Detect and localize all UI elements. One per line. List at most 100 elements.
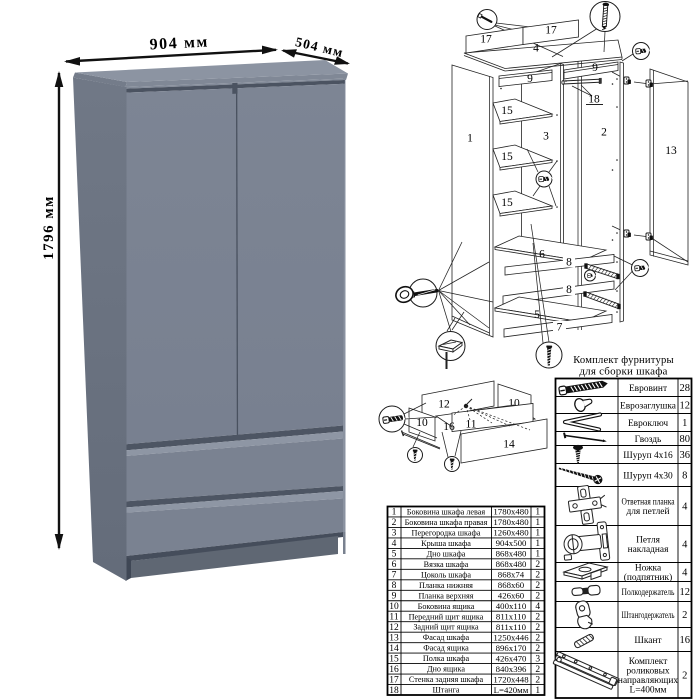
svg-text:2: 2 xyxy=(682,610,687,621)
svg-text:Планка нижняя: Планка нижняя xyxy=(419,581,473,590)
svg-text:1: 1 xyxy=(535,508,540,518)
svg-text:3: 3 xyxy=(543,131,549,143)
svg-text:2: 2 xyxy=(535,612,540,622)
svg-text:1260х480: 1260х480 xyxy=(493,528,529,538)
svg-text:4: 4 xyxy=(682,540,688,551)
svg-text:16: 16 xyxy=(389,665,399,675)
svg-text:1: 1 xyxy=(535,686,540,696)
svg-text:Полка шкафа: Полка шкафа xyxy=(423,654,470,663)
svg-text:1780х480: 1780х480 xyxy=(493,507,529,517)
svg-text:2: 2 xyxy=(535,592,540,602)
svg-text:Ножка: Ножка xyxy=(635,564,662,574)
svg-text:(подпятник): (подпятник) xyxy=(624,572,672,583)
svg-text:L=400мм: L=400мм xyxy=(630,686,667,696)
svg-text:7: 7 xyxy=(392,571,397,581)
svg-text:13: 13 xyxy=(389,633,399,643)
svg-text:16: 16 xyxy=(680,635,691,646)
svg-text:2: 2 xyxy=(535,675,540,685)
svg-text:868х74: 868х74 xyxy=(498,570,525,580)
svg-text:8: 8 xyxy=(566,257,572,269)
svg-text:16: 16 xyxy=(443,421,455,433)
svg-text:868х480: 868х480 xyxy=(496,559,527,569)
svg-text:36: 36 xyxy=(680,450,691,461)
svg-text:Фасад шкафа: Фасад шкафа xyxy=(423,633,470,642)
svg-text:840х396: 840х396 xyxy=(496,664,527,674)
svg-text:Задний щит ящика: Задний щит ящика xyxy=(413,623,479,632)
svg-text:7: 7 xyxy=(557,322,563,334)
svg-text:1720х448: 1720х448 xyxy=(493,674,529,684)
svg-text:2: 2 xyxy=(535,560,540,570)
svg-text:12: 12 xyxy=(438,399,450,411)
svg-text:2: 2 xyxy=(392,518,397,528)
svg-text:9: 9 xyxy=(392,592,397,602)
svg-text:2: 2 xyxy=(682,671,687,682)
svg-text:4: 4 xyxy=(392,539,397,549)
svg-text:10: 10 xyxy=(508,398,520,410)
svg-text:400х110: 400х110 xyxy=(496,601,527,611)
svg-text:L=420мм: L=420мм xyxy=(494,685,529,695)
svg-text:17: 17 xyxy=(389,675,399,685)
svg-text:14: 14 xyxy=(389,644,399,654)
svg-text:4: 4 xyxy=(682,568,688,579)
svg-text:18: 18 xyxy=(389,686,399,696)
svg-text:15: 15 xyxy=(501,151,513,163)
svg-text:5: 5 xyxy=(392,550,397,560)
svg-text:15: 15 xyxy=(501,105,513,117)
svg-text:1: 1 xyxy=(535,550,540,560)
svg-text:80: 80 xyxy=(680,434,691,445)
svg-text:13: 13 xyxy=(665,145,677,157)
svg-text:12: 12 xyxy=(680,587,691,598)
svg-text:18: 18 xyxy=(588,94,600,106)
svg-text:4: 4 xyxy=(533,43,539,55)
svg-text:504 мм: 504 мм xyxy=(294,34,345,60)
svg-text:Шкант: Шкант xyxy=(634,636,661,646)
svg-text:868х60: 868х60 xyxy=(498,580,525,590)
svg-text:2: 2 xyxy=(535,644,540,654)
svg-text:1: 1 xyxy=(467,133,473,145)
svg-text:Стенка задняя шкафа: Стенка задняя шкафа xyxy=(409,675,484,684)
svg-text:1: 1 xyxy=(535,529,540,539)
svg-text:Комплект: Комплект xyxy=(629,657,668,667)
svg-text:8: 8 xyxy=(682,471,687,482)
svg-text:Боковина шкафа правая: Боковина шкафа правая xyxy=(405,518,488,527)
svg-text:Перегородка шкафа: Перегородка шкафа xyxy=(412,528,481,537)
svg-text:811х110: 811х110 xyxy=(496,622,527,632)
svg-text:для петлей: для петлей xyxy=(626,506,669,517)
svg-text:2: 2 xyxy=(535,665,540,675)
svg-text:14: 14 xyxy=(503,439,515,451)
svg-text:15: 15 xyxy=(389,654,399,664)
svg-text:Боковина шкафа левая: Боковина шкафа левая xyxy=(407,508,486,517)
svg-text:9: 9 xyxy=(592,62,598,74)
svg-text:Евроключ: Евроключ xyxy=(628,419,668,429)
svg-text:896х170: 896х170 xyxy=(496,643,527,653)
svg-text:Петля: Петля xyxy=(636,536,660,546)
svg-text:6: 6 xyxy=(392,560,397,570)
svg-text:Передний щит ящика: Передний щит ящика xyxy=(409,612,484,621)
svg-text:Ответная планка: Ответная планка xyxy=(622,498,676,508)
svg-text:11: 11 xyxy=(389,612,398,622)
svg-text:4: 4 xyxy=(682,502,688,513)
svg-text:2: 2 xyxy=(535,633,540,643)
svg-text:28: 28 xyxy=(680,383,691,394)
svg-text:1780х480: 1780х480 xyxy=(493,517,529,527)
svg-text:Полкодержатель: Полкодержатель xyxy=(622,588,675,598)
svg-text:Еврозаглушка: Еврозаглушка xyxy=(620,401,677,411)
svg-text:Евровинт: Евровинт xyxy=(629,384,667,394)
svg-text:11: 11 xyxy=(465,419,476,431)
svg-text:17: 17 xyxy=(480,34,492,46)
svg-text:8: 8 xyxy=(392,581,397,591)
svg-text:Шуруп 4х30: Шуруп 4х30 xyxy=(623,471,673,481)
svg-text:Боковина ящика: Боковина ящика xyxy=(418,602,475,611)
svg-text:1: 1 xyxy=(682,418,687,429)
svg-text:3: 3 xyxy=(392,529,397,539)
svg-text:Планка верхняя: Планка верхняя xyxy=(418,591,473,600)
svg-text:накладная: накладная xyxy=(628,545,670,555)
svg-text:811х110: 811х110 xyxy=(496,611,527,621)
svg-text:Дно ящика: Дно ящика xyxy=(427,665,465,674)
svg-text:1250х446: 1250х446 xyxy=(493,632,529,642)
svg-text:Фасад ящика: Фасад ящика xyxy=(423,644,469,653)
svg-text:2: 2 xyxy=(535,571,540,581)
svg-text:8: 8 xyxy=(566,284,572,296)
svg-text:6: 6 xyxy=(539,249,545,261)
svg-text:направляющих: направляющих xyxy=(618,676,678,686)
